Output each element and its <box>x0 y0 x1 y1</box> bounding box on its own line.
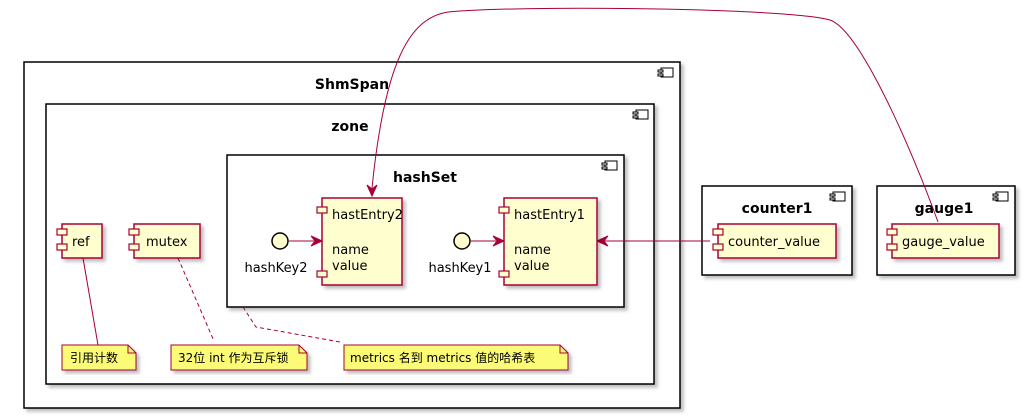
hastentry1-component[interactable]: hastEntry1 name value <box>498 197 598 286</box>
hashkey2-interface[interactable]: hashKey2 <box>244 232 308 276</box>
hastentry2-field-name: name <box>332 243 369 258</box>
shmspan-title: ShmSpan <box>315 77 389 93</box>
hastentry1-field-value: value <box>514 259 550 274</box>
gauge1-title: gauge1 <box>915 201 974 217</box>
ref-to-note-connector <box>82 257 99 346</box>
hashkey1-interface[interactable]: hashKey1 <box>428 232 492 276</box>
gauge-value-label: gauge_value <box>902 235 985 250</box>
hashkey2-label: hashKey2 <box>244 261 307 276</box>
arrowhead <box>366 184 378 198</box>
ref-label: ref <box>72 235 90 250</box>
hastentry2-field-value: value <box>332 259 368 274</box>
connectors <box>82 7 939 346</box>
hashset-title: hashSet <box>393 170 457 186</box>
hashset-note-text: metrics 名到 metrics 值的哈希表 <box>350 350 535 365</box>
mutex-component[interactable]: mutex <box>128 223 201 259</box>
hashset-note: metrics 名到 metrics 值的哈希表 <box>343 344 569 371</box>
zone-title: zone <box>331 119 368 135</box>
component-icon <box>992 191 1009 202</box>
ref-component[interactable]: ref <box>56 223 103 259</box>
counter-value-label: counter_value <box>728 235 820 250</box>
hashkey1-label: hashKey1 <box>428 261 491 276</box>
mutex-note-text: 32位 int 作为互斥锁 <box>178 350 289 365</box>
hastentry1-field-name: name <box>514 243 551 258</box>
component-icon <box>829 191 846 202</box>
component-icon <box>601 160 618 171</box>
mutex-label: mutex <box>146 235 188 250</box>
mutex-note: 32位 int 作为互斥锁 <box>170 344 308 371</box>
component-icon <box>632 109 649 120</box>
mutex-note-dashed-connector <box>177 257 215 342</box>
ref-note-text: 引用计数 <box>70 350 118 365</box>
counter1-title: counter1 <box>742 201 813 217</box>
hastentry1-name-line: hastEntry1 <box>514 208 585 223</box>
hastentry2-name-line: hastEntry2 <box>332 208 403 223</box>
counter-value-component[interactable]: counter_value <box>712 223 837 259</box>
component-icon <box>657 67 674 78</box>
arrowheads <box>310 184 609 247</box>
arrowhead <box>310 235 324 247</box>
hashset-note-dashed-connector <box>242 306 341 343</box>
hastentry2-component[interactable]: hastEntry2 name value <box>316 197 403 286</box>
gauge-to-hastentry2-connector <box>371 7 939 223</box>
ref-note: 引用计数 <box>61 344 137 371</box>
arrowhead <box>595 235 609 247</box>
arrowhead <box>492 235 506 247</box>
gauge-value-component[interactable]: gauge_value <box>886 223 1000 259</box>
